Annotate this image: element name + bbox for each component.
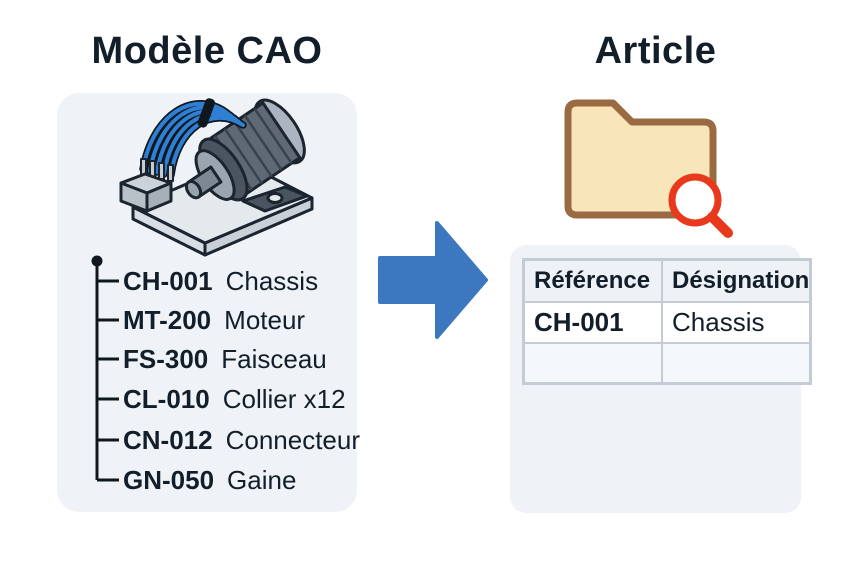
part-code: CH-001 [123, 266, 213, 296]
part-code: CN-012 [123, 425, 213, 455]
part-name: Gaine [227, 465, 297, 495]
cell-designation-empty [661, 342, 812, 385]
connector-block [119, 158, 174, 213]
part-name: Chassis [225, 266, 319, 296]
header-designation: Désignation [661, 258, 812, 303]
part-code: GN-050 [123, 465, 215, 495]
tree-item-ch-001: CH-001 Chassis [123, 265, 318, 297]
cad-model-panel: CH-001 Chassis MT-200 Moteur FS-300 Faiscea… [57, 93, 360, 512]
article-table: Référence Désignation CH-001 Chassis [522, 258, 812, 385]
arrow-right-icon [378, 221, 488, 339]
left-column-title: Modèle CAO [91, 30, 323, 72]
cell-designation: Chassis [661, 301, 812, 344]
tree-item-cn-012: CN-012 Connecteur [123, 424, 360, 456]
right-column-title: Article [594, 30, 717, 72]
wire-harness [139, 98, 247, 179]
folder-with-magnifier-icon [564, 99, 733, 238]
part-code: MT-200 [123, 305, 212, 335]
part-code: CL-010 [123, 384, 210, 414]
table-header-row: Référence Désignation [522, 258, 812, 303]
cell-reference: CH-001 [522, 301, 663, 344]
cad-model-illustration [119, 98, 314, 257]
part-name: Connecteur [225, 425, 361, 455]
tree-item-cl-010: CL-010 Collier x12 [123, 383, 346, 415]
header-reference: Référence [522, 258, 663, 303]
cell-reference-empty [522, 342, 663, 385]
tree-item-fs-300: FS-300 Faisceau [123, 343, 327, 375]
table-row-empty [522, 342, 812, 385]
table-row: CH-001 Chassis [522, 301, 812, 344]
tree-item-mt-200: MT-200 Moteur [123, 304, 305, 336]
tree-connector [91, 255, 119, 482]
part-name: Collier x12 [222, 384, 346, 414]
part-code: FS-300 [123, 344, 209, 374]
part-name: Moteur [224, 305, 306, 335]
tree-item-gn-050: GN-050 Gaine [123, 464, 296, 496]
part-name: Faisceau [221, 344, 327, 374]
article-panel: Référence Désignation CH-001 Chassis [510, 245, 812, 513]
magnifier-icon [668, 173, 733, 238]
